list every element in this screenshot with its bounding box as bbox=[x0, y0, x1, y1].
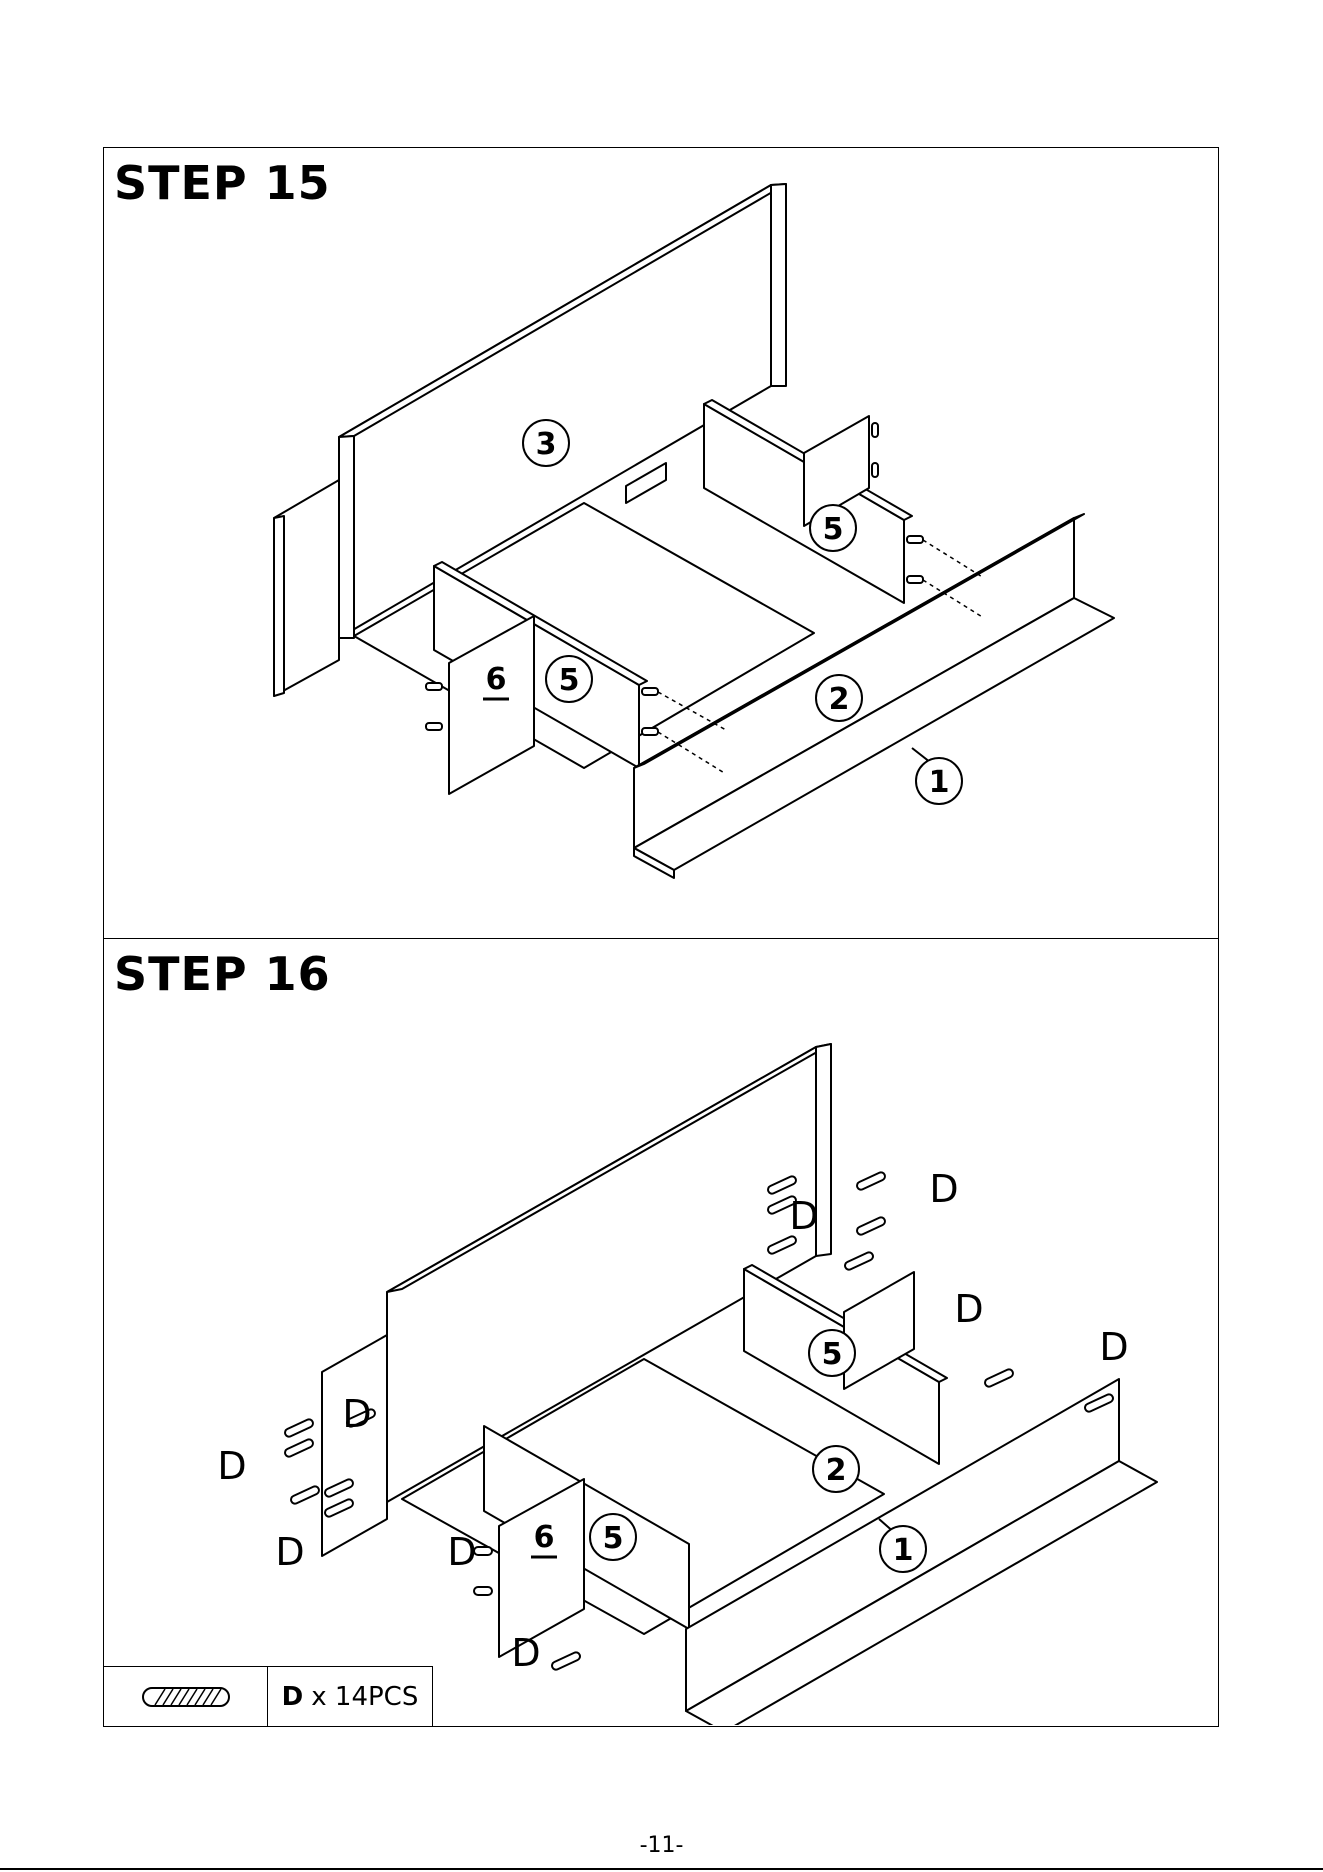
label-5-back: 5 bbox=[823, 512, 844, 547]
label-3: 3 bbox=[536, 427, 557, 462]
label-2: 2 bbox=[829, 682, 850, 717]
hardware-quantity: D x 14PCS bbox=[268, 1667, 432, 1726]
callout-d-5: D bbox=[342, 1392, 371, 1436]
hardware-count: x 14PCS bbox=[311, 1682, 418, 1712]
callout-d-4: D bbox=[1099, 1325, 1128, 1369]
step-15-diagram: 3 5 6 5 2 1 bbox=[104, 148, 1218, 938]
callout-d-7: D bbox=[275, 1530, 304, 1574]
label-5-front: 5 bbox=[603, 1521, 624, 1556]
hardware-icon-cell bbox=[104, 1667, 268, 1726]
hardware-code: D bbox=[282, 1682, 304, 1712]
dowel-icon bbox=[141, 1685, 231, 1709]
step-16-panel: STEP 16 bbox=[103, 939, 1219, 1727]
label-5-front: 5 bbox=[559, 663, 580, 698]
label-6: 6 bbox=[534, 1520, 555, 1555]
label-1: 1 bbox=[893, 1533, 914, 1568]
bottom-rule bbox=[0, 1868, 1323, 1870]
label-6: 6 bbox=[486, 662, 507, 697]
label-1: 1 bbox=[929, 765, 950, 800]
label-2: 2 bbox=[826, 1453, 847, 1488]
step-16-diagram: D D D D D D D D D 5 6 5 2 1 bbox=[104, 939, 1218, 1725]
page-number: -11- bbox=[0, 1833, 1323, 1858]
callout-d-3: D bbox=[954, 1287, 983, 1331]
label-5-back: 5 bbox=[822, 1337, 843, 1372]
callout-d-2: D bbox=[789, 1194, 818, 1238]
callout-d-1: D bbox=[929, 1167, 958, 1211]
step-15-panel: STEP 15 bbox=[103, 147, 1219, 939]
hardware-table: D x 14PCS bbox=[104, 1666, 433, 1726]
callout-d-9: D bbox=[511, 1631, 540, 1675]
callout-d-8: D bbox=[447, 1530, 476, 1574]
callout-d-6: D bbox=[217, 1444, 246, 1488]
